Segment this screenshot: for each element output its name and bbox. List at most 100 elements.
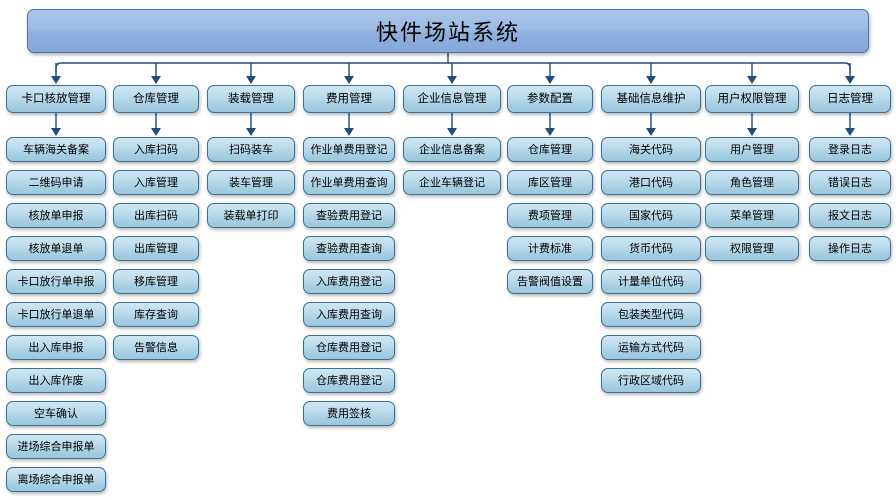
menu-item[interactable]: 用户管理 xyxy=(705,137,799,162)
menu-item-label: 告警信息 xyxy=(134,341,178,354)
menu-item[interactable]: 作业单费用登记 xyxy=(303,137,395,162)
menu-item[interactable]: 费用签核 xyxy=(303,401,395,426)
menu-item[interactable]: 海关代码 xyxy=(601,137,701,162)
menu-item[interactable]: 国家代码 xyxy=(601,203,701,228)
menu-item[interactable]: 出库管理 xyxy=(113,236,199,261)
category-header-9[interactable]: 日志管理 xyxy=(809,85,891,113)
menu-item[interactable]: 企业信息备案 xyxy=(403,137,501,162)
category-header-4[interactable]: 费用管理 xyxy=(303,85,395,113)
menu-item[interactable]: 出库扫码 xyxy=(113,203,199,228)
menu-item-label: 离场综合申报单 xyxy=(17,473,95,486)
menu-item-label: 库存查询 xyxy=(134,308,178,321)
menu-item-label: 角色管理 xyxy=(730,176,774,189)
category-header-7[interactable]: 基础信息维护 xyxy=(601,85,701,113)
menu-item-label: 入库管理 xyxy=(134,176,178,189)
column-3: 装载管理扫码装车装车管理装载单打印 xyxy=(207,85,295,236)
menu-item[interactable]: 企业车辆登记 xyxy=(403,170,501,195)
menu-item[interactable]: 出入库申报 xyxy=(6,335,106,360)
menu-item[interactable]: 告警阀值设置 xyxy=(507,269,593,294)
menu-item[interactable]: 运输方式代码 xyxy=(601,335,701,360)
menu-item[interactable]: 库区管理 xyxy=(507,170,593,195)
menu-item[interactable]: 装车管理 xyxy=(207,170,295,195)
menu-item-label: 进场综合申报单 xyxy=(17,440,95,453)
category-header-label: 仓库管理 xyxy=(133,91,179,106)
root-node-label: 快件场站系统 xyxy=(375,21,520,46)
menu-item-label: 车辆海关备案 xyxy=(23,143,89,156)
menu-item[interactable]: 出入库作废 xyxy=(6,368,106,393)
menu-item-label: 查验费用登记 xyxy=(316,209,382,222)
menu-item[interactable]: 移库管理 xyxy=(113,269,199,294)
column-8: 用户权限管理用户管理角色管理菜单管理权限管理 xyxy=(705,85,799,269)
menu-item[interactable]: 空车确认 xyxy=(6,401,106,426)
menu-item[interactable]: 卡口放行单申报 xyxy=(6,269,106,294)
category-header-8[interactable]: 用户权限管理 xyxy=(705,85,799,113)
menu-item[interactable]: 告警信息 xyxy=(113,335,199,360)
menu-item[interactable]: 操作日志 xyxy=(809,236,891,261)
menu-item-label: 运输方式代码 xyxy=(618,341,684,354)
menu-item[interactable]: 权限管理 xyxy=(705,236,799,261)
category-header-3[interactable]: 装载管理 xyxy=(207,85,295,113)
category-header-label: 装载管理 xyxy=(228,91,274,106)
menu-item[interactable]: 计量单位代码 xyxy=(601,269,701,294)
menu-item[interactable]: 入库管理 xyxy=(113,170,199,195)
menu-item-label: 操作日志 xyxy=(828,242,872,255)
menu-item-label: 出入库作废 xyxy=(28,374,84,387)
category-header-label: 参数配置 xyxy=(527,91,573,106)
menu-item[interactable]: 入库费用登记 xyxy=(303,269,395,294)
menu-item[interactable]: 行政区域代码 xyxy=(601,368,701,393)
menu-item-label: 报文日志 xyxy=(828,209,872,222)
menu-item[interactable]: 核放单退单 xyxy=(6,236,106,261)
menu-item[interactable]: 作业单费用查询 xyxy=(303,170,395,195)
menu-item-label: 作业单费用查询 xyxy=(310,176,388,189)
category-header-6[interactable]: 参数配置 xyxy=(507,85,593,113)
menu-item-label: 用户管理 xyxy=(730,143,774,156)
menu-item-label: 计量单位代码 xyxy=(618,275,684,288)
menu-item[interactable]: 报文日志 xyxy=(809,203,891,228)
menu-item-label: 行政区域代码 xyxy=(618,374,684,387)
menu-item-label: 权限管理 xyxy=(730,242,774,255)
menu-item[interactable]: 费项管理 xyxy=(507,203,593,228)
menu-item[interactable]: 离场综合申报单 xyxy=(6,467,106,492)
menu-item[interactable]: 入库费用查询 xyxy=(303,302,395,327)
menu-item[interactable]: 计费标准 xyxy=(507,236,593,261)
menu-item[interactable]: 卡口放行单退单 xyxy=(6,302,106,327)
menu-item[interactable]: 入库扫码 xyxy=(113,137,199,162)
menu-item[interactable]: 核放单申报 xyxy=(6,203,106,228)
menu-item-label: 扫码装车 xyxy=(229,143,273,156)
menu-item[interactable]: 进场综合申报单 xyxy=(6,434,106,459)
menu-item-label: 作业单费用登记 xyxy=(310,143,388,156)
menu-item[interactable]: 仓库费用登记 xyxy=(303,335,395,360)
menu-item[interactable]: 仓库费用登记 xyxy=(303,368,395,393)
menu-item[interactable]: 包装类型代码 xyxy=(601,302,701,327)
menu-item-label: 国家代码 xyxy=(629,209,673,222)
menu-item[interactable]: 扫码装车 xyxy=(207,137,295,162)
menu-item-label: 企业信息备案 xyxy=(419,143,485,156)
menu-item[interactable]: 错误日志 xyxy=(809,170,891,195)
category-header-label: 企业信息管理 xyxy=(417,91,487,106)
menu-item-label: 入库费用查询 xyxy=(316,308,382,321)
menu-item[interactable]: 查验费用登记 xyxy=(303,203,395,228)
menu-item-label: 告警阀值设置 xyxy=(517,275,583,288)
menu-item[interactable]: 菜单管理 xyxy=(705,203,799,228)
menu-item-label: 出入库申报 xyxy=(28,341,84,354)
menu-item[interactable]: 登录日志 xyxy=(809,137,891,162)
root-node-system-title: 快件场站系统 xyxy=(27,9,869,53)
menu-item-label: 费用签核 xyxy=(327,407,371,420)
menu-item[interactable]: 查验费用查询 xyxy=(303,236,395,261)
menu-item[interactable]: 角色管理 xyxy=(705,170,799,195)
menu-item-label: 装车管理 xyxy=(229,176,273,189)
menu-item[interactable]: 货币代码 xyxy=(601,236,701,261)
menu-item[interactable]: 仓库管理 xyxy=(507,137,593,162)
menu-item[interactable]: 车辆海关备案 xyxy=(6,137,106,162)
category-header-5[interactable]: 企业信息管理 xyxy=(403,85,501,113)
menu-item-label: 卡口放行单退单 xyxy=(17,308,95,321)
category-header-1[interactable]: 卡口核放管理 xyxy=(6,85,106,113)
menu-item[interactable]: 库存查询 xyxy=(113,302,199,327)
menu-item-label: 费项管理 xyxy=(528,209,572,222)
category-header-label: 费用管理 xyxy=(326,91,372,106)
menu-item[interactable]: 装载单打印 xyxy=(207,203,295,228)
category-header-2[interactable]: 仓库管理 xyxy=(113,85,199,113)
menu-item[interactable]: 港口代码 xyxy=(601,170,701,195)
column-1: 卡口核放管理车辆海关备案二维码申请核放单申报核放单退单卡口放行单申报卡口放行单退… xyxy=(6,85,106,500)
menu-item[interactable]: 二维码申请 xyxy=(6,170,106,195)
